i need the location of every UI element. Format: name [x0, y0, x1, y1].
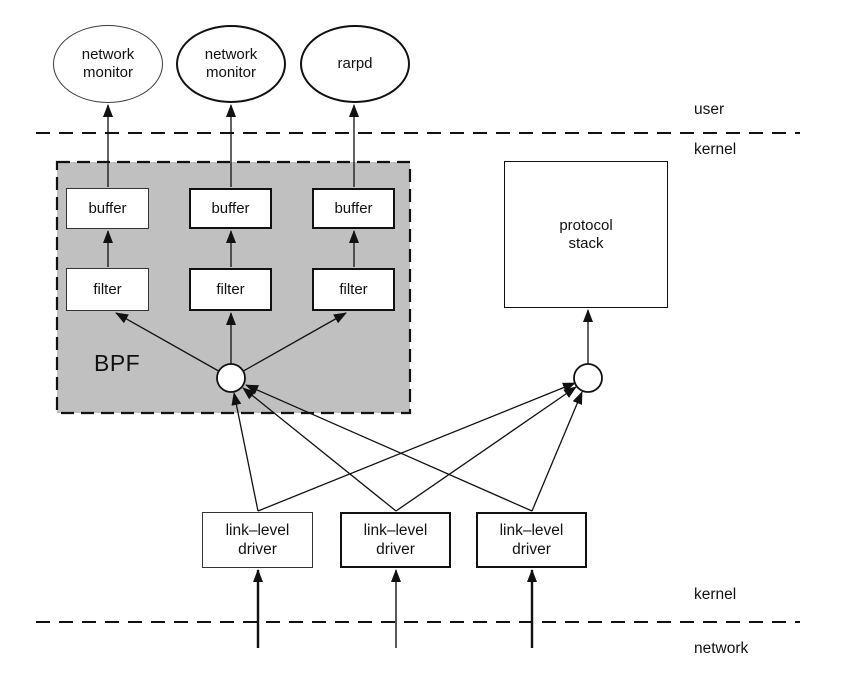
- bpf-buffer-3: buffer: [312, 188, 395, 229]
- bpf-filter-2: filter: [189, 268, 272, 311]
- bpf-buffer-1: buffer: [66, 188, 149, 229]
- bpf-region-label: BPF: [94, 350, 141, 376]
- arrow-driver3-to-stack-tap: [531, 391, 583, 512]
- layer-label-user: user: [694, 101, 725, 118]
- arrow-bpf-tap-to-filter3: [230, 312, 347, 379]
- stack-tap-circle: [573, 363, 603, 393]
- link-level-driver-2: link–level driver: [340, 512, 451, 568]
- arrow-driver2-to-stack-tap: [395, 386, 577, 512]
- arrow-driver3-to-bpf-tap: [245, 384, 533, 512]
- layer-label-kernel-bottom: kernel: [694, 586, 737, 603]
- bpf-filter-1: filter: [66, 268, 149, 311]
- bpf-tap-circle: [216, 363, 246, 393]
- protocol-stack-box: protocol stack: [504, 161, 668, 308]
- process-rarpd: rarpd: [300, 25, 410, 103]
- process-network-monitor-1: network monitor: [53, 25, 163, 103]
- layer-label-kernel-top: kernel: [694, 141, 737, 158]
- bpf-filter-3: filter: [312, 268, 395, 311]
- process-network-monitor-2: network monitor: [176, 25, 286, 103]
- layer-label-network: network: [694, 640, 749, 657]
- bpf-buffer-2: buffer: [189, 188, 272, 229]
- link-level-driver-1: link–level driver: [202, 512, 313, 568]
- arrow-driver1-to-bpf-tap: [231, 392, 259, 512]
- arrow-bpf-tap-to-filter1: [115, 312, 232, 379]
- arrow-driver2-to-bpf-tap: [242, 387, 397, 512]
- link-level-driver-3: link–level driver: [476, 512, 587, 568]
- arrow-driver1-to-stack-tap: [257, 382, 576, 512]
